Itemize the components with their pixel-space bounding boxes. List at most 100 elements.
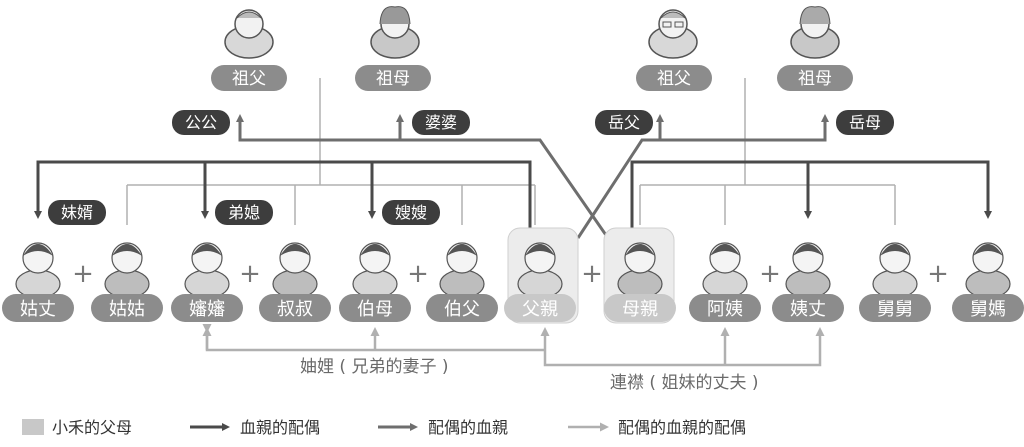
grandfather-avatar [648, 9, 698, 59]
person-label: 姨丈 [790, 299, 826, 320]
person-avatar-hair [880, 244, 910, 256]
person-avatar-hair [973, 244, 1003, 256]
lianjin-caption: 連襟 ( 姐妹的丈夫 ) [610, 373, 758, 393]
plus-sign: + [927, 259, 949, 289]
legend: 小禾的父母 血親的配偶 配偶的血親 配偶的血親的配偶 [22, 418, 746, 437]
spouse-blood-spouse-arrows [202, 324, 825, 367]
person-avatar-hair [625, 244, 655, 256]
person-avatar-hair [360, 244, 390, 256]
person-label-pill [604, 294, 676, 322]
saosao-label: 嫂嫂 [395, 203, 427, 222]
person-avatar-body [872, 269, 918, 299]
person-label-pill [259, 294, 331, 322]
person-label-pill [91, 294, 163, 322]
zhouli-caption: 妯娌 ( 兄弟的妻子 ) [300, 357, 448, 377]
person-7: 父親 [504, 242, 576, 322]
person-2: 姑姑 [91, 242, 163, 322]
person-6: 伯父 [426, 242, 498, 322]
person-avatar-body [184, 269, 230, 299]
person-avatar-hair [793, 244, 823, 256]
person-label: 伯父 [444, 299, 480, 320]
person-label-pill [171, 294, 243, 322]
spouse-blood-arrows [236, 114, 829, 239]
maternal-grandfather-pill [636, 65, 712, 91]
plus-signs: + + + + + + [72, 259, 949, 289]
person-label-pill [426, 294, 498, 322]
person-avatar-hair [23, 244, 53, 256]
person-label-pill [504, 294, 576, 322]
person-label: 阿姨 [707, 299, 743, 320]
person-avatar-body [517, 269, 563, 299]
person-3: 嬸嬸 [171, 242, 243, 322]
person-avatar-body [439, 269, 485, 299]
person-label: 叔叔 [277, 299, 313, 320]
blood-lines [126, 78, 896, 225]
person-11: 舅舅 [859, 242, 931, 322]
person-label-pill [339, 294, 411, 322]
person-avatar-hair [280, 244, 310, 256]
person-4: 叔叔 [259, 242, 331, 322]
person-label-pill [689, 294, 761, 322]
person-9: 阿姨 [689, 242, 761, 322]
person-label: 伯母 [357, 299, 393, 320]
gonggong-label: 公公 [185, 113, 217, 132]
plus-sign: + [581, 259, 603, 289]
yuemu-label: 岳母 [849, 113, 881, 132]
legend-spouse-blood-spouse-label: 配偶的血親的配偶 [618, 418, 746, 437]
person-10: 姨丈 [772, 242, 844, 322]
paternal-grandmother-pill [355, 65, 431, 91]
legend-parents-label: 小禾的父母 [52, 418, 132, 437]
plus-sign: + [407, 259, 429, 289]
yuefu-label: 岳父 [608, 113, 640, 132]
person-label: 父親 [522, 299, 558, 320]
dixi-label: 弟媳 [228, 203, 260, 222]
person-avatar-body [617, 269, 663, 299]
grandfather-avatar [224, 9, 274, 59]
blood-spouse-arrows [34, 160, 992, 228]
person-avatar-body [785, 269, 831, 299]
person-avatar-body [15, 269, 61, 299]
grandmother-avatar [790, 6, 840, 59]
paternal-grandfather-label: 祖父 [232, 69, 266, 89]
legend-blood-spouse-label: 血親的配偶 [240, 418, 320, 437]
popo-label: 婆婆 [425, 113, 457, 132]
person-label-pill [772, 294, 844, 322]
maternal-grandfather-label: 祖父 [657, 69, 691, 89]
grandparent-figures [224, 6, 840, 59]
person-label: 姑丈 [20, 299, 56, 320]
legend-parents-swatch [22, 419, 44, 435]
paternal-grandfather-pill [211, 65, 287, 91]
spouse-term-pills: 妹婿 弟媳 嫂嫂 [48, 200, 440, 225]
person-1: 姑丈 [2, 242, 74, 322]
person-avatar-hair [525, 244, 555, 256]
person-label-pill [2, 294, 74, 322]
plus-sign: + [239, 259, 261, 289]
person-label: 嬸嬸 [189, 298, 225, 320]
people-row: 姑丈姑姑嬸嬸叔叔伯母伯父父親母親阿姨姨丈舅舅舅媽 [2, 242, 1024, 322]
person-avatar-hair [447, 244, 477, 256]
grandparent-pills: 祖父 祖母 祖父 祖母 [211, 65, 853, 91]
plus-sign: + [72, 259, 94, 289]
person-avatar-body [352, 269, 398, 299]
maternal-grandmother-pill [777, 65, 853, 91]
grandmother-avatar [370, 6, 420, 59]
person-label: 姑姑 [109, 299, 145, 320]
person-avatar-hair [710, 244, 740, 256]
captions: 妯娌 ( 兄弟的妻子 ) 連襟 ( 姐妹的丈夫 ) [300, 357, 758, 393]
meixu-label: 妹婿 [61, 203, 93, 222]
in-law-pills: 公公 婆婆 岳父 岳母 [172, 110, 894, 135]
person-avatar-body [965, 269, 1011, 299]
person-5: 伯母 [339, 242, 411, 322]
person-label-pill [859, 294, 931, 322]
person-avatar-hair [192, 244, 222, 256]
legend-spouse-blood-label: 配偶的血親 [428, 418, 508, 437]
person-label: 舅媽 [970, 299, 1006, 320]
person-label: 舅舅 [877, 299, 913, 320]
person-12: 舅媽 [952, 242, 1024, 322]
person-avatar-body [272, 269, 318, 299]
maternal-grandmother-label: 祖母 [798, 69, 832, 89]
person-avatar-body [702, 269, 748, 299]
person-avatar-body [104, 269, 150, 299]
person-label-pill [952, 294, 1024, 322]
